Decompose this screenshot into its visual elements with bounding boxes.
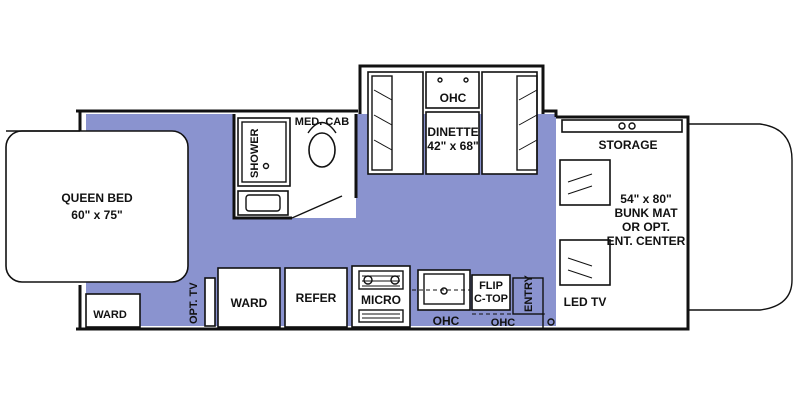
sink-ohc-label: OHC (433, 314, 460, 328)
exterior-walls (76, 64, 793, 331)
wardrobe: WARD (217, 267, 281, 328)
medicine-cabinet-label: MED. CAB (295, 116, 349, 128)
led-tv-label: LED TV (564, 295, 607, 309)
kitchen-sink: OHC (412, 269, 471, 328)
shower-label: SHOWER (249, 128, 261, 178)
bathroom: SHOWER MED. CAB (232, 114, 358, 220)
entertainment-center-label: ENT. CENTER (607, 234, 686, 248)
left-wardrobe-label: WARD (93, 309, 127, 321)
dinette-label: DINETTE (427, 125, 478, 139)
refrigerator-label: REFER (296, 291, 337, 305)
queen-bed: QUEEN BED 60" x 75" (5, 130, 189, 283)
left-wardrobe: WARD (85, 293, 141, 328)
flip-label: FLIP (479, 280, 503, 292)
entry-door: ENTRY (512, 274, 555, 329)
flip-countertop: FLIP C-TOP OHC (471, 274, 545, 329)
wardrobe-label: WARD (231, 296, 268, 310)
queen-bed-size-label: 60" x 75" (71, 208, 122, 222)
optional-tv-label: OPT. TV (188, 282, 200, 324)
dinette: OHC DINETTE 42" x 68" (367, 71, 538, 175)
entry-label: ENTRY (523, 274, 535, 312)
flip-ohc-label: OHC (491, 317, 516, 329)
countertop-label: C-TOP (474, 293, 508, 305)
queen-bed-label: QUEEN BED (61, 191, 133, 205)
microwave-label: MICRO (361, 293, 401, 307)
refrigerator: REFER (284, 267, 348, 328)
dinette-ohc-label: OHC (440, 91, 467, 105)
cab-area: STORAGE 54" x 80" BUNK MAT OR OPT. ENT. … (559, 119, 686, 309)
range-microwave: MICRO (351, 265, 411, 328)
optional-tv: OPT. TV (188, 277, 216, 327)
bunk-option-label: OR OPT. (622, 220, 670, 234)
bunk-size-label: 54" x 80" (620, 192, 671, 206)
bunk-mat-label: BUNK MAT (614, 206, 678, 220)
storage-label: STORAGE (598, 138, 657, 152)
dinette-size-label: 42" x 68" (427, 139, 478, 153)
